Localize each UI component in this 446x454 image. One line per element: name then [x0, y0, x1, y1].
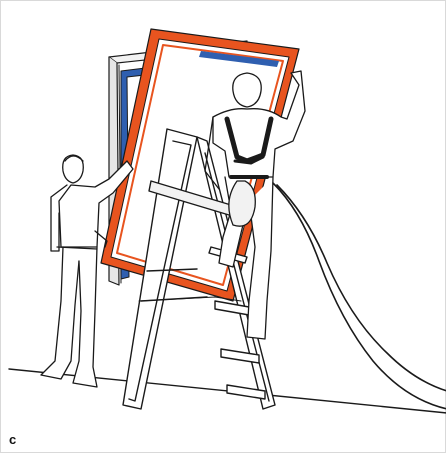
safety-rope-icon	[273, 183, 446, 409]
figure-caption: c	[9, 432, 16, 447]
